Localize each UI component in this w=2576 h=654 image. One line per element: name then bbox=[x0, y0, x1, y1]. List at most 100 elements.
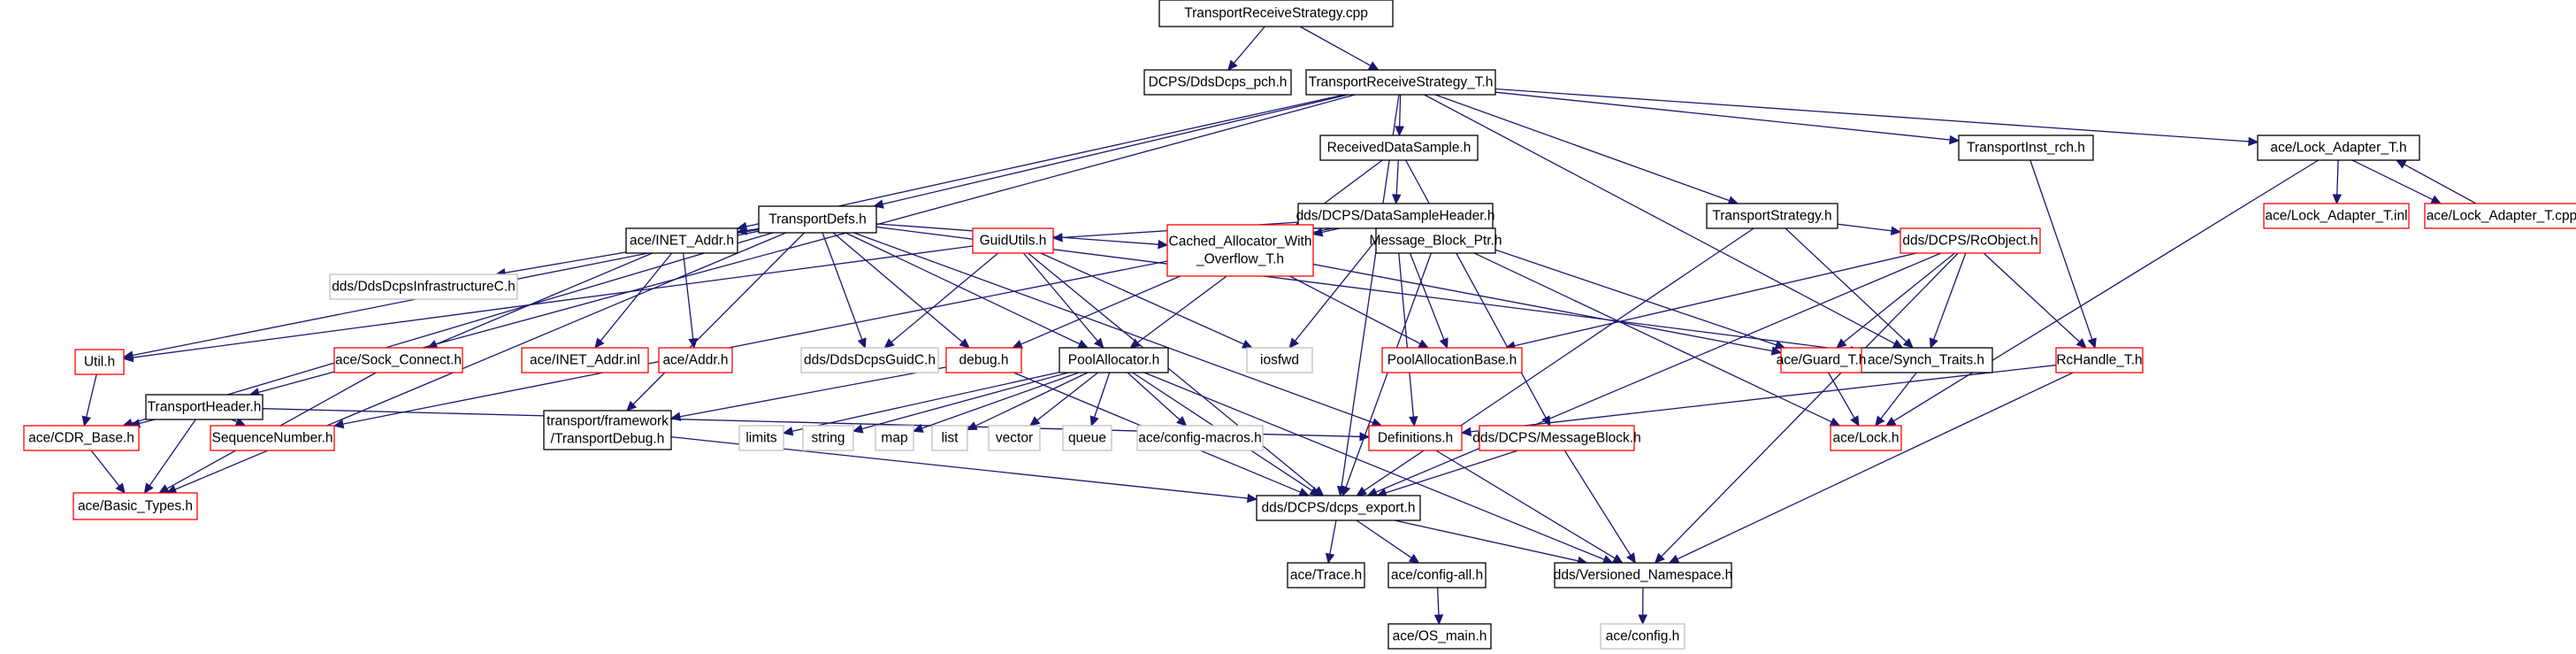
node-ace_addr[interactable]: ace/Addr.h bbox=[658, 347, 733, 373]
node-definitions[interactable]: Definitions.h bbox=[1368, 425, 1463, 451]
node-ace_lock[interactable]: ace/Lock.h bbox=[1830, 425, 1902, 451]
node-label: ace/OS_main.h bbox=[1393, 629, 1487, 644]
edge-lock_adapter_cpp-to-lock_adapter_t bbox=[2403, 163, 2477, 204]
node-box bbox=[1830, 425, 1902, 451]
node-ace_trace[interactable]: ace/Trace.h bbox=[1287, 562, 1365, 589]
node-ace_config[interactable]: ace/config.h bbox=[1600, 623, 1685, 650]
arrowhead-poolallocator-to-string bbox=[852, 424, 864, 434]
node-rchandle_t[interactable]: RcHandle_T.h bbox=[2055, 347, 2144, 373]
edge-messageblock-to-versioned_ns bbox=[1563, 450, 1632, 557]
node-transportstrategy[interactable]: TransportStrategy.h bbox=[1706, 203, 1838, 229]
edge-rcobject-to-guard_t bbox=[1842, 252, 1955, 343]
node-box bbox=[1958, 135, 2094, 161]
node-box bbox=[2263, 203, 2410, 229]
node-sequencenumber[interactable]: SequenceNumber.h bbox=[210, 425, 335, 451]
edge-trs_t-to-transportinst_rch bbox=[1494, 91, 1952, 141]
edge-transportdefs-to-definitions bbox=[853, 232, 1374, 424]
arrowhead-guidutils-to-util bbox=[122, 352, 134, 363]
node-guard_t[interactable]: ace/Guard_T.h bbox=[1777, 347, 1867, 373]
node-box bbox=[1387, 562, 1487, 589]
edge-trs_t-to-lock_adapter_t bbox=[1494, 88, 2251, 142]
node-message_block_ptr[interactable]: Message_Block_Ptr.h bbox=[1370, 227, 1502, 254]
node-trs_t[interactable]: TransportReceiveStrategy_T.h bbox=[1305, 69, 1496, 96]
arrowhead-datasampleheader-to-poolallocationbase bbox=[1439, 337, 1449, 350]
edge-poolallocator-to-limits bbox=[791, 371, 1060, 433]
node-label: ace/Lock_Adapter_T.cpp bbox=[2427, 209, 2576, 224]
node-label: vector bbox=[996, 431, 1033, 446]
node-config_all[interactable]: ace/config-all.h bbox=[1387, 562, 1487, 589]
node-label: TransportDefs.h bbox=[768, 212, 867, 227]
node-label: ReceivedDataSample.h bbox=[1327, 141, 1471, 156]
node-lock_adapter_cpp[interactable]: ace/Lock_Adapter_T.cpp bbox=[2424, 203, 2576, 229]
node-rcobject[interactable]: dds/DCPS/RcObject.h bbox=[1900, 227, 2041, 254]
node-poolallocator[interactable]: PoolAllocator.h bbox=[1059, 347, 1169, 373]
node-synch_traits[interactable]: ace/Synch_Traits.h bbox=[1859, 347, 1993, 373]
node-lock_adapter_t[interactable]: ace/Lock_Adapter_T.h bbox=[2257, 135, 2420, 161]
node-box bbox=[1287, 562, 1365, 589]
node-guidutils[interactable]: GuidUtils.h bbox=[972, 227, 1054, 254]
node-os_main[interactable]: ace/OS_main.h bbox=[1387, 623, 1492, 650]
node-box bbox=[658, 347, 733, 373]
edge-synch_traits-to-ace_lock bbox=[1879, 372, 1917, 420]
node-transportdefs[interactable]: TransportDefs.h bbox=[758, 205, 877, 234]
arrowhead-receiveddatasample-to-datasampleheader bbox=[1392, 194, 1402, 205]
node-iosfwd[interactable]: iosfwd bbox=[1246, 347, 1313, 373]
edge-poolallocator-to-config_macros bbox=[1127, 372, 1181, 421]
node-transportheader[interactable]: TransportHeader.h bbox=[145, 394, 264, 420]
node-box bbox=[945, 347, 1022, 373]
node-box bbox=[988, 425, 1041, 451]
node-poolallocationbase[interactable]: PoolAllocationBase.h bbox=[1381, 347, 1523, 373]
node-limits[interactable]: limits bbox=[738, 425, 784, 451]
edge-trs_t-to-transportdefs bbox=[881, 94, 1349, 205]
node-vector[interactable]: vector bbox=[988, 425, 1041, 451]
node-transportdebug[interactable]: transport/framework/TransportDebug.h bbox=[543, 410, 672, 450]
node-debug[interactable]: debug.h bbox=[945, 347, 1022, 373]
node-queue[interactable]: queue bbox=[1062, 425, 1112, 451]
node-versioned_ns[interactable]: dds/Versioned_Namespace.h bbox=[1554, 562, 1733, 589]
node-string[interactable]: string bbox=[802, 425, 854, 451]
node-label: ace/Basic_Types.h bbox=[78, 499, 193, 514]
edge-guard_t-to-ace_lock bbox=[1827, 372, 1856, 419]
node-guidc[interactable]: dds/DdsDcpsGuidC.h bbox=[800, 347, 939, 373]
node-box bbox=[738, 425, 784, 451]
edge-inet_addr-to-inet_addr_inl bbox=[600, 252, 673, 342]
node-box bbox=[1381, 347, 1523, 373]
node-transportinst_rch[interactable]: TransportInst_rch.h bbox=[1958, 135, 2094, 161]
node-box bbox=[73, 492, 198, 520]
node-label: ace/Sock_Connect.h bbox=[335, 353, 462, 368]
edge-cached_alloc-to-poolallocationbase bbox=[1289, 275, 1422, 345]
edge-rchandle_t-to-definitions bbox=[1469, 364, 2057, 433]
node-sock_connect[interactable]: ace/Sock_Connect.h bbox=[333, 347, 463, 373]
node-box bbox=[1368, 425, 1463, 451]
node-datasampleheader[interactable]: dds/DCPS/DataSampleHeader.h bbox=[1296, 203, 1495, 229]
arrowhead-transportdefs-to-transportdebug bbox=[626, 400, 638, 412]
node-box bbox=[1158, 0, 1394, 27]
arrowhead-definitions-to-versioned_ns bbox=[1612, 554, 1624, 564]
node-lock_adapter_inl[interactable]: ace/Lock_Adapter_T.inl bbox=[2263, 203, 2410, 229]
node-inet_addr_inl[interactable]: ace/INET_Addr.inl bbox=[521, 347, 649, 373]
node-list[interactable]: list bbox=[931, 425, 968, 451]
edge-receiveddatasample-to-messageblock bbox=[1405, 159, 1548, 419]
edge-poolallocator-to-versioned_ns bbox=[1143, 372, 1606, 561]
node-util[interactable]: Util.h bbox=[74, 349, 125, 375]
node-messageblock[interactable]: dds/DCPS/MessageBlock.h bbox=[1472, 425, 1641, 451]
arrowhead-transportdefs-to-cached_alloc bbox=[1158, 239, 1169, 250]
node-cdr_base[interactable]: ace/CDR_Base.h bbox=[23, 425, 140, 451]
node-dcps_export[interactable]: dds/DCPS/dcps_export.h bbox=[1256, 495, 1421, 521]
node-ddsdcps_pch[interactable]: DCPS/DdsDcps_pch.h bbox=[1143, 69, 1292, 96]
arrowhead-rcobject-to-synch_traits bbox=[1929, 337, 1938, 350]
node-inet_addr[interactable]: ace/INET_Addr.h bbox=[625, 227, 738, 254]
node-box bbox=[1246, 347, 1313, 373]
node-config_macros[interactable]: ace/config-macros.h bbox=[1136, 425, 1264, 451]
node-receiveddatasample[interactable]: ReceivedDataSample.h bbox=[1319, 135, 1479, 161]
node-box bbox=[1256, 495, 1421, 521]
node-infrastructurec[interactable]: dds/DdsDcpsInfrastructureC.h bbox=[329, 273, 518, 300]
node-map[interactable]: map bbox=[875, 425, 914, 451]
edge-cached_alloc-to-debug bbox=[1020, 275, 1181, 346]
node-basic_types[interactable]: ace/Basic_Types.h bbox=[73, 492, 198, 520]
arrowhead-datasampleheader-to-ace_lock bbox=[1829, 417, 1841, 427]
node-box bbox=[1375, 227, 1496, 254]
arrowhead-sock_connect-to-basic_types bbox=[157, 484, 170, 494]
node-cached_alloc[interactable]: Cached_Allocator_With_Overflow_T.h bbox=[1166, 224, 1314, 277]
node-box bbox=[1479, 425, 1635, 451]
